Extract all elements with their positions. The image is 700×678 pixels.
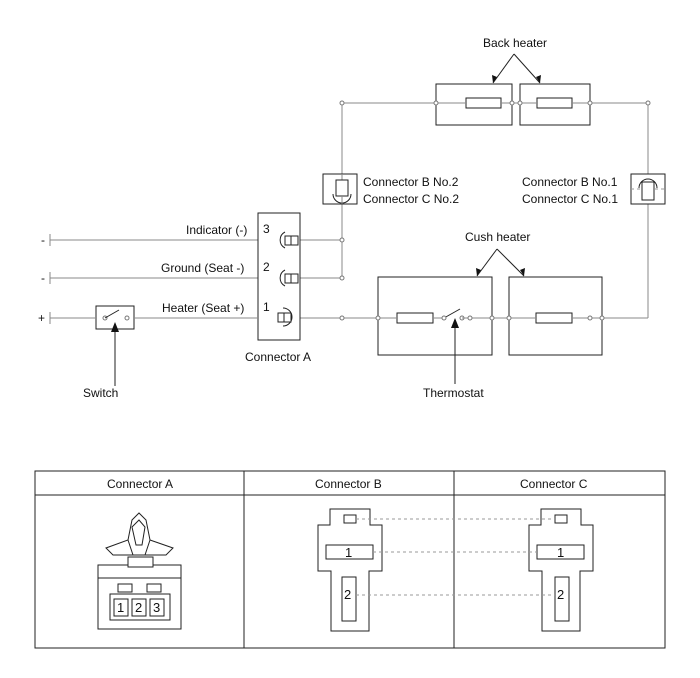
switch-symbol: Switch (50, 305, 258, 400)
connector-a-pin-3: 3 (153, 600, 160, 615)
connector-b-no2-label: Connector B No.2 (363, 175, 459, 189)
pin-3-label: 3 (263, 222, 270, 236)
indicator-wire-label: Indicator (-) (186, 223, 247, 237)
connector-c-pin-2: 2 (557, 587, 564, 602)
polarity-marks: - - + (38, 233, 51, 325)
pin-1-label: 1 (263, 300, 270, 314)
polarity-indicator: - (41, 233, 45, 247)
thermostat-label: Thermostat (423, 386, 484, 400)
connector-a-label: Connector A (245, 350, 311, 364)
switch-label: Switch (83, 386, 118, 400)
polarity-ground: - (41, 271, 45, 285)
back-heater-label: Back heater (483, 36, 547, 50)
connector-b-no1-label: Connector B No.1 (522, 175, 618, 189)
connector-a-drawing: 1 2 3 (97, 512, 182, 630)
table-header-connector-c: Connector C (520, 477, 588, 491)
connector-b-no1-symbol: Connector B No.1 Connector C No.1 (522, 173, 666, 206)
table-header-connector-b: Connector B (315, 477, 382, 491)
cush-heater: Cush heater Thermostat (375, 230, 605, 400)
back-heater: Back heater (435, 36, 591, 126)
ground-wire-label: Ground (Seat -) (161, 261, 244, 275)
connector-c-drawing: 1 2 (528, 508, 594, 632)
connector-b-pin-1: 1 (345, 545, 352, 560)
polarity-heater: + (38, 311, 45, 325)
pin-2-label: 2 (263, 260, 270, 274)
connector-c-no1-label: Connector C No.1 (522, 192, 618, 206)
connector-a-pin-2: 2 (135, 600, 142, 615)
connector-links (356, 518, 555, 596)
heater-wire-label: Heater (Seat +) (162, 301, 244, 315)
table-header-connector-a: Connector A (107, 477, 173, 491)
connector-c-pin-1: 1 (557, 545, 564, 560)
connector-table: Connector A Connector B Connector C (34, 470, 666, 649)
connector-a-pin-1: 1 (117, 600, 124, 615)
cush-heater-label: Cush heater (465, 230, 530, 244)
connector-a: 3 2 1 Connector A (245, 212, 311, 364)
connector-c-no2-label: Connector C No.2 (363, 192, 459, 206)
connector-b-drawing: 1 2 (317, 508, 383, 632)
connector-b-pin-2: 2 (344, 587, 351, 602)
connector-b-no2-symbol: Connector B No.2 Connector C No.2 (322, 173, 459, 206)
junction-dots (339, 100, 651, 321)
